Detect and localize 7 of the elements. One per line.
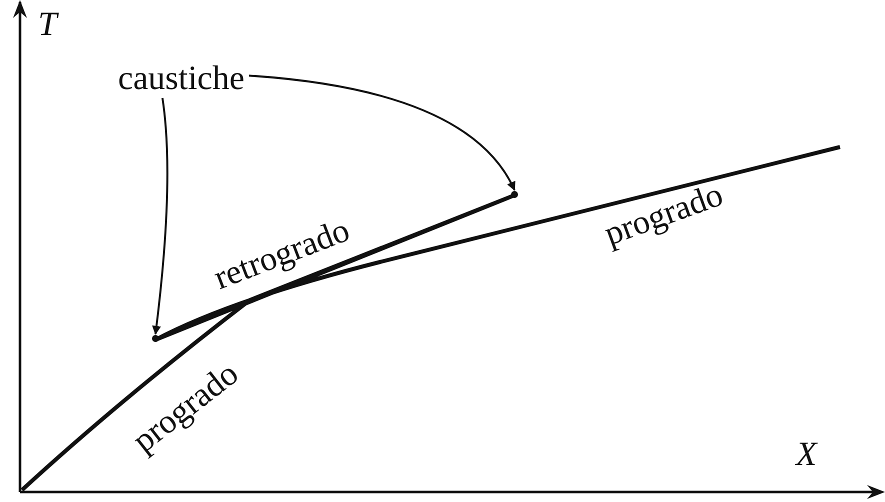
callout-text: caustiche: [118, 62, 244, 96]
leader-arrow: [152, 98, 168, 335]
axis-label: T: [38, 8, 57, 42]
leader-arrow: [248, 74, 516, 191]
curve-cusp: [511, 191, 518, 198]
curve-cusp: [152, 335, 159, 342]
axis-label: X: [796, 438, 817, 472]
